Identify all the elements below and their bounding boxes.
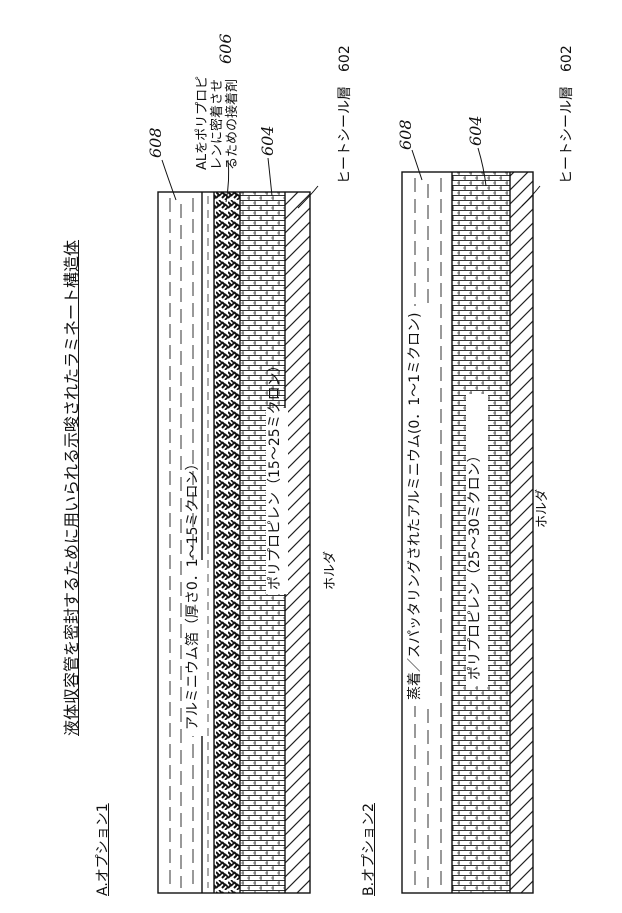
option-a-adhesive-layer <box>214 192 240 893</box>
ref-604-b: 604 <box>468 115 484 146</box>
ref-608-a: 608 <box>148 127 164 158</box>
option-b-heading: B.オプション2 <box>362 803 376 896</box>
leader-604-a <box>268 158 272 196</box>
heat-seal-label-b: ヒートシール層 602 <box>560 45 574 184</box>
adhesive-label-line-3: るための接着剤 <box>226 79 239 170</box>
option-a-heading: A.オプション1 <box>96 803 110 896</box>
option-a-laminate <box>158 192 310 893</box>
ref-606: 606 <box>218 33 234 64</box>
diagram-title: 液体収容管を密封するために用いられる示唆されたラミネート構造体 <box>64 240 80 736</box>
heat-seal-label-a: ヒートシール層 602 <box>338 45 352 184</box>
option-a-polypropylene-label: ポリプロピレン（15〜25ミクロン） <box>268 358 282 590</box>
adhesive-label-line-1: ALをポリプロピ <box>196 76 209 170</box>
option-b-heat-seal-layer <box>510 172 533 893</box>
ref-608-b: 608 <box>398 119 414 150</box>
option-b-polypropylene-label: ポリプロピレン（25〜30ミクロン） <box>468 448 482 680</box>
ref-604-a: 604 <box>260 125 276 156</box>
option-b-aluminum-label: 蒸着／スパッタリングされたアルミニウム(0．1〜1ミクロン) <box>408 312 422 700</box>
adhesive-label-line-2: レンに密着させ <box>211 79 224 170</box>
option-a-aluminum-label: アルミニウム箔（厚さ0．1〜15ミクロン） <box>186 457 200 731</box>
option-b-holder-label: ホルダ <box>536 489 549 528</box>
option-a-heat-seal-layer <box>285 192 310 893</box>
option-a-holder-label: ホルダ <box>324 551 337 590</box>
